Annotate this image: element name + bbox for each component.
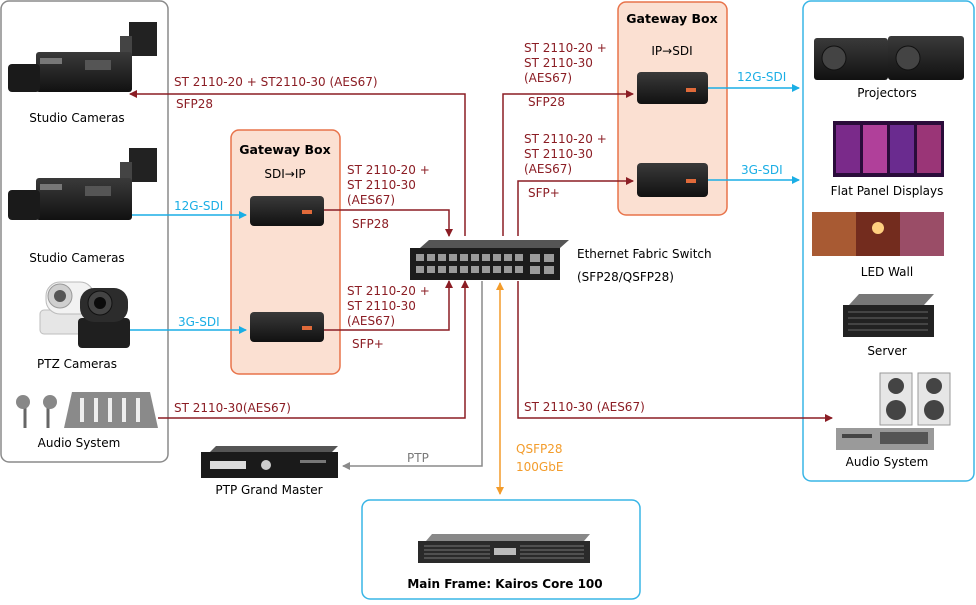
link-gwl-bot-switch [324,280,453,331]
link-audio-in-switch [158,280,469,419]
gwl-bot-port-label: SFP+ [352,337,384,351]
mainframe-label: Main Frame: Kairos Core 100 [407,577,602,591]
studio-camera-icon [8,148,157,220]
gwl-top-stream-label: (AES67) [347,193,395,207]
speaker-amplifier-icon [836,372,951,450]
gateway-right-subtitle: IP→SDI [651,44,692,58]
server-icon [843,294,934,337]
ptz-camera-icon [39,281,130,348]
link-gwl-top-switch [324,209,453,237]
gwr-bot-stream-label: ST 2110-30 [524,147,593,161]
gateway-box-right [617,1,728,216]
gwl-top-stream-label: ST 2110-30 [347,178,416,192]
gateway-device-icon [250,312,324,342]
audio-system-label: Audio System [38,436,121,450]
link-switch-audio-out [517,281,833,422]
ethernet-switch-icon [410,240,569,280]
ptz-cameras-label: PTZ Cameras [37,357,117,371]
cam2-sdi-label: 12G-SDI [174,199,223,213]
link-ptp-switch [342,281,483,470]
link-cam1-switch [129,90,466,236]
gwl-bot-stream-label: ST 2110-20 + [347,284,430,298]
gateway-left-title: Gateway Box [239,142,330,157]
gwr-bot-port-label: SFP+ [528,186,560,200]
gwr-top-stream-label: ST 2110-30 [524,56,593,70]
gwr-bot-stream-label: (AES67) [524,162,572,176]
switch-label: (SFP28/QSFP28) [577,270,674,284]
cam1-stream-label: ST 2110-20 + ST2110-30 (AES67) [174,75,378,89]
gwr-top-port-label: SFP28 [528,95,565,109]
ptp-grand-master-label: PTP Grand Master [215,483,322,497]
audio-out-label: ST 2110-30 (AES67) [524,400,645,414]
link-switch-gwr-bot [517,177,634,236]
mainframe-link-label: QSFP28 [516,442,562,456]
studio-camera-icon [8,22,157,92]
gwr-top-sdi-label: 12G-SDI [737,70,786,84]
audio-in-label: ST 2110-30(AES67) [174,401,291,415]
gwl-bot-stream-label: ST 2110-30 [347,299,416,313]
gwr-top-stream-label: (AES67) [524,71,572,85]
cam1-port-label: SFP28 [176,97,213,111]
gwl-top-stream-label: ST 2110-20 + [347,163,430,177]
server-label: Server [867,344,906,358]
gateway-device-icon [250,196,324,226]
gwr-bot-stream-label: ST 2110-20 + [524,132,607,146]
mainframe-link-label: 100GbE [516,460,563,474]
studio-cameras-label: Studio Cameras [29,111,124,125]
gateway-left-subtitle: SDI→IP [264,167,305,181]
projectors-label: Projectors [857,86,917,100]
studio-cameras-label: Studio Cameras [29,251,124,265]
ptz-sdi-label: 3G-SDI [178,315,220,329]
ptp-grand-master-icon [201,446,338,478]
led-wall-label: LED Wall [861,265,913,279]
mainframe-icon [418,534,590,563]
gateway-right-title: Gateway Box [626,11,717,26]
projector-icon [814,36,964,80]
flat-panel-displays-label: Flat Panel Displays [831,184,944,198]
ptp-link-label: PTP [407,451,429,465]
audio-system-out-label: Audio System [846,455,929,469]
gwr-bot-sdi-label: 3G-SDI [741,163,783,177]
audio-mixer-icon [16,392,158,428]
flat-panel-display-icon [833,121,944,177]
gateway-device-icon [637,72,708,104]
led-wall-icon [812,212,944,256]
gwl-bot-stream-label: (AES67) [347,314,395,328]
link-switch-gwr-top [502,90,634,236]
switch-label: Ethernet Fabric Switch [577,247,712,261]
gateway-device-icon [637,163,708,197]
gwr-top-stream-label: ST 2110-20 + [524,41,607,55]
gwl-top-port-label: SFP28 [352,217,389,231]
